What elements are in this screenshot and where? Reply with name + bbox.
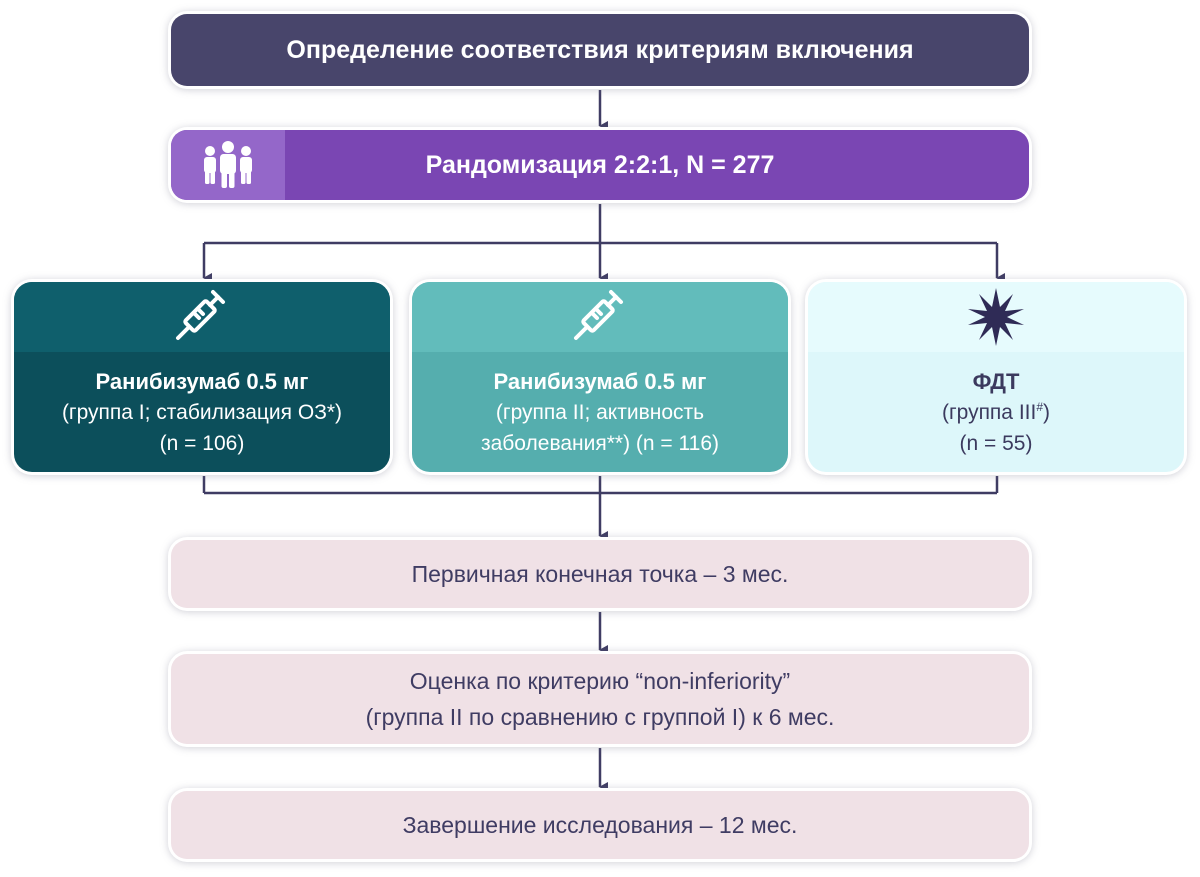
people-group-icon [171, 130, 285, 200]
arm-group-1: Ранибизумаб 0.5 мг (группа I; стабилизац… [14, 282, 390, 472]
primary-endpoint-label: Первичная конечная точка – 3 мес. [411, 561, 789, 587]
arm-count: заболевания**) (n = 116) [480, 431, 720, 455]
arm-title: Ранибизумаб 0.5 мг [95, 368, 309, 394]
arm-group-2: Ранибизумаб 0.5 мг (группа II; активност… [412, 282, 788, 472]
noninferiority-line-2: (группа II по сравнению с группой I) к 6… [365, 704, 835, 730]
randomization-box: Рандомизация 2:2:1, N = 277 [171, 130, 1029, 200]
starburst-icon [968, 288, 1024, 346]
eligibility-box: Определение соответствия критериям включ… [171, 14, 1029, 86]
arm-count: (n = 106) [159, 431, 245, 455]
arm-title: Ранибизумаб 0.5 мг [493, 368, 707, 394]
randomization-label: Рандомизация 2:2:1, N = 277 [425, 150, 775, 179]
arm-description: (группа I; стабилизация ОЗ*) [61, 400, 343, 424]
primary-endpoint-box: Первичная конечная точка – 3 мес. [171, 540, 1029, 608]
noninferiority-line-1: Оценка по критерию “non-inferiority” [409, 668, 791, 694]
arm-description: (группа III#) [941, 399, 1051, 424]
eligibility-label: Определение соответствия критериям включ… [286, 35, 914, 64]
study-completion-box: Завершение исследования – 12 мес. [171, 791, 1029, 859]
syringe-icon [574, 290, 623, 340]
arm-description: (группа II; активность [495, 400, 705, 424]
arm-count: (n = 55) [959, 431, 1033, 455]
syringe-icon [176, 290, 225, 340]
study-completion-label: Завершение исследования – 12 мес. [402, 812, 798, 838]
noninferiority-box: Оценка по критерию “non-inferiority” (гр… [171, 654, 1029, 744]
arm-title: ФДТ [972, 368, 1020, 394]
arm-group-3: ФДТ (группа III#) (n = 55) [808, 282, 1184, 472]
